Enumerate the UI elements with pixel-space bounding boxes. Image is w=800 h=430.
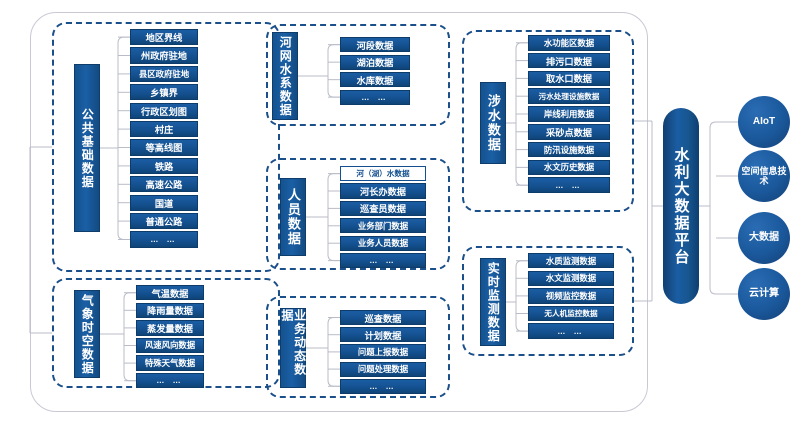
data-item[interactable]: 巡查员数据 [340, 200, 426, 216]
group-label-river-network[interactable]: 河网水系数据 [272, 32, 298, 120]
data-item[interactable]: 高速公路 [130, 176, 198, 193]
data-item[interactable]: … … [130, 231, 198, 248]
platform-box[interactable]: 水利大数据平台 [663, 108, 699, 304]
data-item[interactable]: 岸线利用数据 [528, 106, 610, 122]
data-item[interactable]: 取水口数据 [528, 70, 610, 87]
data-item[interactable]: … … [136, 373, 204, 389]
data-item[interactable]: 问题上报数据 [340, 344, 426, 360]
tech-circle-2[interactable]: 大数据 [738, 212, 790, 264]
data-item[interactable]: … … [528, 177, 610, 193]
data-item[interactable]: 县区政府驻地 [130, 65, 198, 82]
group-label-business-dynamic[interactable]: 业务动态数据 [280, 308, 307, 388]
data-item[interactable]: 等高线图 [130, 139, 198, 156]
data-item[interactable]: 巡查数据 [340, 310, 426, 325]
data-item[interactable]: 州政府驻地 [130, 47, 198, 64]
data-item[interactable]: 河（湖）水数据 [340, 166, 426, 182]
data-item[interactable]: 采砂点数据 [528, 124, 610, 140]
group-container-business-dynamic [266, 296, 450, 398]
group-container-water-related [462, 30, 634, 212]
data-item[interactable]: 防汛设施数据 [528, 141, 610, 158]
data-item[interactable]: 计划数据 [340, 327, 426, 343]
data-item[interactable]: 水库数据 [340, 72, 410, 88]
data-item[interactable]: 业务部门数据 [340, 218, 426, 234]
group-label-public-basic[interactable]: 公共基础数据 [74, 64, 100, 232]
group-label-meteo-spatiotemporal[interactable]: 气象时空数据 [74, 290, 100, 378]
data-item[interactable]: 问题处理数据 [340, 361, 426, 377]
data-item[interactable]: 行政区划图 [130, 102, 198, 119]
data-item[interactable]: 国道 [130, 194, 198, 211]
data-item[interactable]: 乡镇界 [130, 84, 198, 101]
data-item[interactable]: 地区界线 [130, 29, 198, 46]
group-container-realtime-monitoring [462, 246, 634, 356]
tech-circle-1[interactable]: 空间信息技术 [738, 150, 790, 202]
group-container-public-basic [52, 22, 280, 272]
data-item[interactable]: 无人机监控数据 [528, 305, 614, 322]
data-item[interactable]: 排污口数据 [528, 52, 610, 69]
data-item[interactable]: 业务人员数据 [340, 235, 426, 251]
group-label-personnel[interactable]: 人员数据 [280, 178, 306, 256]
data-item[interactable]: … … [340, 253, 426, 269]
data-item[interactable]: 气温数据 [136, 285, 204, 301]
data-item[interactable]: 风速风向数据 [136, 337, 204, 354]
data-item[interactable]: … … [340, 378, 426, 394]
data-item[interactable]: 蒸发量数据 [136, 320, 204, 336]
data-item[interactable]: 河长办数据 [340, 183, 426, 199]
group-label-water-related[interactable]: 涉水数据 [480, 82, 506, 164]
data-item[interactable]: 湖泊数据 [340, 54, 410, 70]
data-item[interactable]: 普通公路 [130, 213, 198, 230]
tech-circle-0[interactable]: AIoT [738, 96, 790, 148]
data-item[interactable]: 水文监测数据 [528, 270, 614, 286]
data-item[interactable]: 铁路 [130, 157, 198, 174]
data-item[interactable]: 降雨量数据 [136, 302, 204, 318]
data-item[interactable]: 特殊天气数据 [136, 355, 204, 371]
data-item[interactable]: … … [340, 89, 410, 105]
data-item[interactable]: 村庄 [130, 121, 198, 138]
data-item[interactable]: 污水处理设施数据 [528, 88, 610, 104]
data-item[interactable]: 视频监控数据 [528, 288, 614, 304]
group-container-personnel [266, 158, 450, 270]
data-item[interactable]: 水质监测数据 [528, 253, 614, 269]
tech-circle-3[interactable]: 云计算 [738, 268, 790, 320]
data-item[interactable]: 河段数据 [340, 37, 410, 53]
group-container-river-network [266, 24, 450, 126]
group-label-realtime-monitoring[interactable]: 实时监测数据 [480, 258, 506, 346]
data-item[interactable]: 水功能区数据 [528, 35, 610, 51]
data-item[interactable]: 水文历史数据 [528, 159, 610, 176]
data-item[interactable]: … … [528, 323, 614, 339]
